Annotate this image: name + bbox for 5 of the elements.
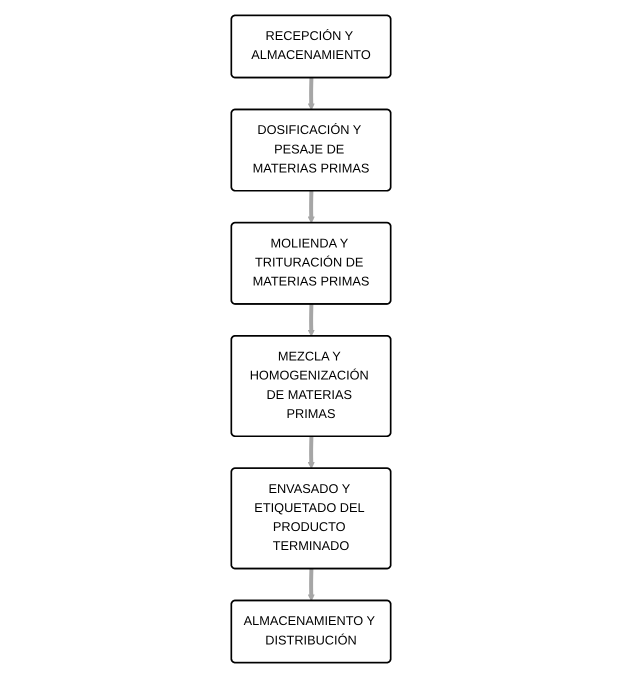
arrow bbox=[307, 304, 314, 336]
arrow bbox=[307, 568, 314, 601]
arrow bbox=[307, 436, 314, 468]
arrow bbox=[307, 77, 314, 110]
arrow bbox=[307, 190, 314, 223]
